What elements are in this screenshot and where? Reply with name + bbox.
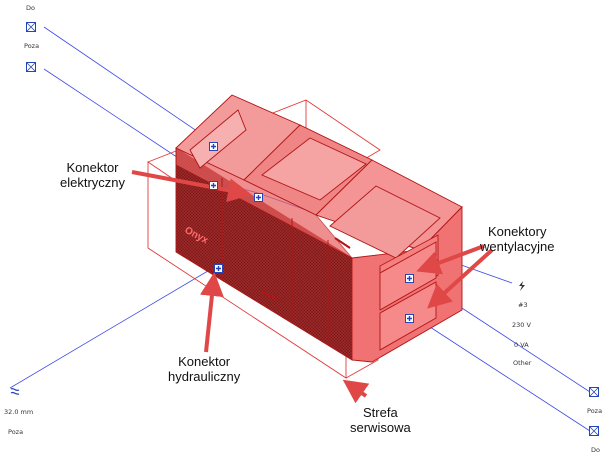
label-poza-top: Poza xyxy=(24,42,40,50)
connector-cross-icon[interactable] xyxy=(254,189,263,202)
connector-number: #3 xyxy=(518,301,528,309)
flip-arrow-icon[interactable] xyxy=(589,426,599,436)
system-type[interactable]: Other xyxy=(513,359,532,367)
connector-cross-icon[interactable] xyxy=(214,260,223,273)
voltage-value[interactable]: 230 V xyxy=(512,321,531,329)
pipe-icon[interactable] xyxy=(10,386,20,396)
arrow-vent-2 xyxy=(427,248,494,309)
connector-cross-icon[interactable] xyxy=(405,310,414,323)
label-do-top: Do xyxy=(26,4,35,12)
annotation-ventilation: Konektory wentylacyjne xyxy=(480,224,555,254)
power-value[interactable]: 0 VA xyxy=(514,341,529,349)
label-poza-bottom-right: Poza xyxy=(587,407,603,415)
connector-line-hydraulic xyxy=(9,264,219,389)
connector-cross-icon[interactable] xyxy=(405,270,414,283)
annotation-service: Strefa serwisowa xyxy=(350,405,411,435)
flip-arrow-icon[interactable] xyxy=(26,62,36,72)
flip-arrow-icon[interactable] xyxy=(26,22,36,32)
annotation-arrows xyxy=(131,170,494,404)
connector-line-vent-2 xyxy=(409,313,591,432)
annotation-hydraulic: Konektor hydrauliczny xyxy=(168,354,241,384)
arrow-vent-1 xyxy=(416,244,485,275)
arrow-electrical xyxy=(131,170,252,203)
lightning-icon[interactable] xyxy=(517,281,527,291)
connector-cross-icon[interactable] xyxy=(209,138,218,151)
label-poza-bottom-left: Poza xyxy=(8,428,24,436)
arrow-service xyxy=(342,379,370,404)
label-do-bottom: Do xyxy=(591,446,600,454)
air-handling-unit xyxy=(175,94,463,363)
connector-line-top-1 xyxy=(43,26,214,143)
arrow-hydraulic xyxy=(199,272,224,353)
connector-cross-icon[interactable] xyxy=(209,177,218,190)
flip-arrow-icon[interactable] xyxy=(589,387,599,397)
annotation-electrical: Konektor elektryczny xyxy=(60,160,126,190)
dimension-value[interactable]: 32.0 mm xyxy=(4,408,34,416)
